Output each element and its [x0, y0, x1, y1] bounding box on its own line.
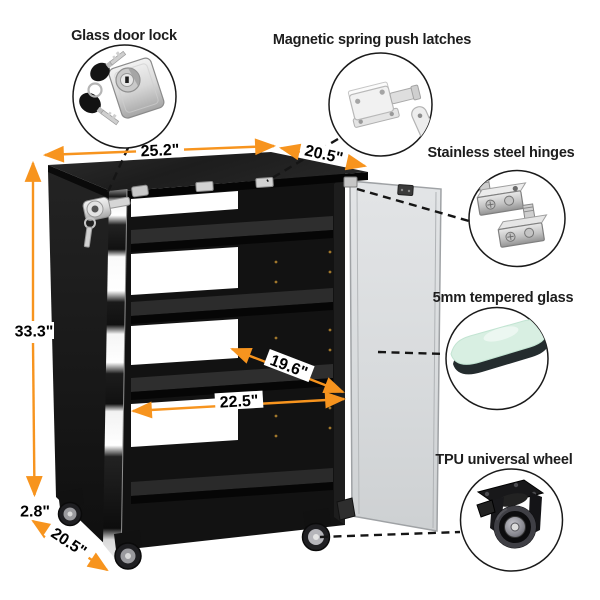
- left-door-edge: [103, 184, 149, 567]
- shelf-1: [131, 216, 333, 252]
- lock-photo: [79, 50, 165, 126]
- svg-text:33.3": 33.3": [15, 324, 54, 341]
- svg-text:22.5": 22.5": [219, 392, 259, 411]
- arrow-height-lower: [25, 342, 43, 498]
- latch-title: Magnetic spring push latches: [273, 32, 471, 48]
- connector-hinges: [356, 187, 470, 223]
- label-height: 33.3": [14, 322, 54, 341]
- door-bottom-hinge: [336, 497, 356, 521]
- lock-key-ring: [87, 82, 103, 98]
- hanging-key: [83, 226, 93, 248]
- connector-lock: [104, 147, 130, 197]
- shelf-2: [131, 288, 333, 324]
- cabinet-illustration: [48, 152, 442, 570]
- door-top-hinge: [343, 176, 358, 188]
- shelf-bottom: [131, 468, 333, 504]
- caster-back-left: [57, 488, 84, 527]
- label-top-width: 25.2": [135, 139, 185, 161]
- hinges-photo: [476, 175, 548, 248]
- feature-callouts: Glass door lock: [71, 28, 575, 572]
- glass-door-open: [336, 176, 442, 532]
- door-lock-hardware: [82, 196, 131, 248]
- svg-text:25.2": 25.2": [140, 142, 179, 161]
- key-one: [90, 50, 127, 82]
- cabinet-shelves: [131, 216, 333, 504]
- svg-text:20.5": 20.5": [48, 525, 90, 561]
- key-two: [79, 92, 120, 126]
- lock-title: Glass door lock: [71, 28, 178, 44]
- svg-text:2.8": 2.8": [20, 504, 50, 521]
- glass-title: 5mm tempered glass: [433, 290, 574, 306]
- label-shelf-width: 22.5": [214, 390, 264, 412]
- cabinet-left-panel: [48, 171, 113, 552]
- caster-front-left: [114, 530, 142, 570]
- connector-wheel: [319, 530, 461, 539]
- glass-photo: [450, 319, 548, 375]
- wheel-title: TPU universal wheel: [435, 452, 572, 468]
- latch-plate-left: [195, 180, 214, 192]
- door-latch-plate: [397, 184, 414, 196]
- caster-front-right: [301, 508, 331, 552]
- hinge-two: [497, 203, 548, 248]
- wheel-photo: [476, 479, 545, 549]
- label-caster-height: 2.8": [18, 502, 52, 521]
- cabinet-right-frame: [334, 174, 345, 525]
- connector-glass: [377, 350, 447, 356]
- label-base-depth: 20.5": [43, 520, 95, 563]
- door-pivot-hardware: [131, 184, 149, 198]
- caster-wheels: [57, 488, 331, 570]
- latch-plate-right: [255, 176, 274, 188]
- wheel-brake-lever: [476, 499, 496, 518]
- hinges-title: Stainless steel hinges: [427, 145, 574, 161]
